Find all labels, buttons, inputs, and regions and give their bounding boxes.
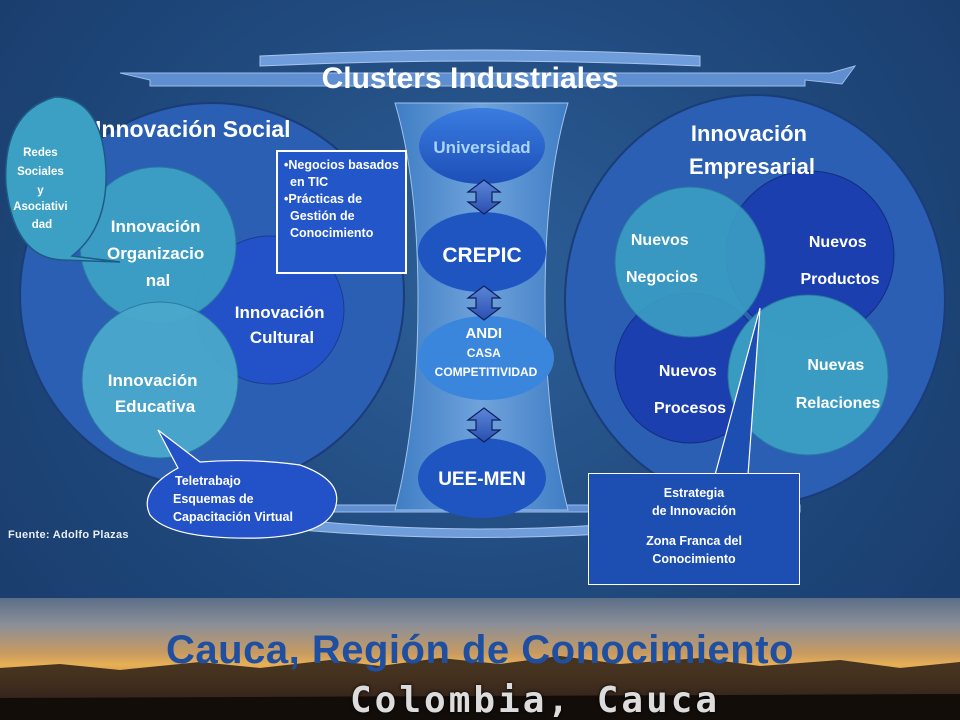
andi-label: ANDI CASA COMPETITIVIDAD xyxy=(435,325,538,379)
crepic-oval xyxy=(418,212,546,292)
double-arrow-icon xyxy=(466,285,502,321)
teletrabajo-bubble: Teletrabajo Esquemas de Capacitación Vir… xyxy=(146,429,338,539)
tic-item: Negocios basados en TIC xyxy=(284,157,399,191)
new-processes-label: Nuevos Procesos xyxy=(654,363,726,417)
banner-title: Cauca, Región de Conocimiento xyxy=(166,628,794,672)
tic-item: Prácticas de Gestión de Conocimiento xyxy=(284,191,399,242)
tic-callout-box: Negocios basados en TIC Prácticas de Ges… xyxy=(276,150,407,274)
strategy-line: Zona Franca del xyxy=(646,534,742,548)
top-cycle-arrow xyxy=(119,49,857,87)
universidad-oval xyxy=(419,108,545,184)
uee-oval xyxy=(418,438,546,518)
horizon-silhouette xyxy=(0,656,960,720)
cultural-innovation-label: Innovación Cultural xyxy=(235,303,329,347)
strategy-line: Estrategia xyxy=(663,486,725,500)
sunset-banner: Cauca, Región de Conocimiento Colombia, … xyxy=(0,598,960,720)
double-arrow-icon xyxy=(466,179,502,215)
uee-label: UEE-MEN xyxy=(438,469,526,490)
universidad-label: Universidad xyxy=(433,138,530,157)
new-products-label: Nuevos Productos xyxy=(800,234,879,288)
social-innovation-title: Innovación Social xyxy=(95,116,291,142)
strategy-line: Conocimiento xyxy=(652,552,736,566)
diagram-title: Clusters Industriales xyxy=(322,62,619,95)
educational-innovation-label: Innovación Educativa xyxy=(108,371,202,416)
svg-text:Redes Sociales y: Redes Sociales y Asociativi dad xyxy=(13,147,71,231)
new-business-circle xyxy=(614,186,766,338)
banner-subtitle: Colombia, Cauca xyxy=(350,680,721,720)
strategy-line: de Innovación xyxy=(651,504,737,518)
strategy-callout-box: Estrategia de Innovación Zona Franca del… xyxy=(588,473,800,585)
svg-text:Teletrabajo Esquemas de: Teletrabajo Esquemas de Capacitación Vir… xyxy=(173,474,293,524)
educational-innovation-circle xyxy=(81,301,239,459)
new-relations-circle xyxy=(727,294,889,456)
organizational-innovation-label: Innovación Organizacio nal xyxy=(107,217,209,290)
source-credit: Fuente: Adolfo Plazas xyxy=(8,529,129,541)
andi-oval xyxy=(418,316,554,400)
new-business-label: Nuevos Negocios xyxy=(626,232,698,286)
crepic-label: CREPIC xyxy=(442,244,521,267)
double-arrow-icon xyxy=(466,407,502,443)
redes-bubble: Redes Sociales y Asociativi dad xyxy=(4,96,121,263)
new-relations-label: Nuevas Relaciones xyxy=(796,357,881,412)
business-innovation-title: Innovación Empresarial xyxy=(689,121,815,179)
diagram-canvas: Clusters Industriales Innovación Social … xyxy=(4,49,946,539)
